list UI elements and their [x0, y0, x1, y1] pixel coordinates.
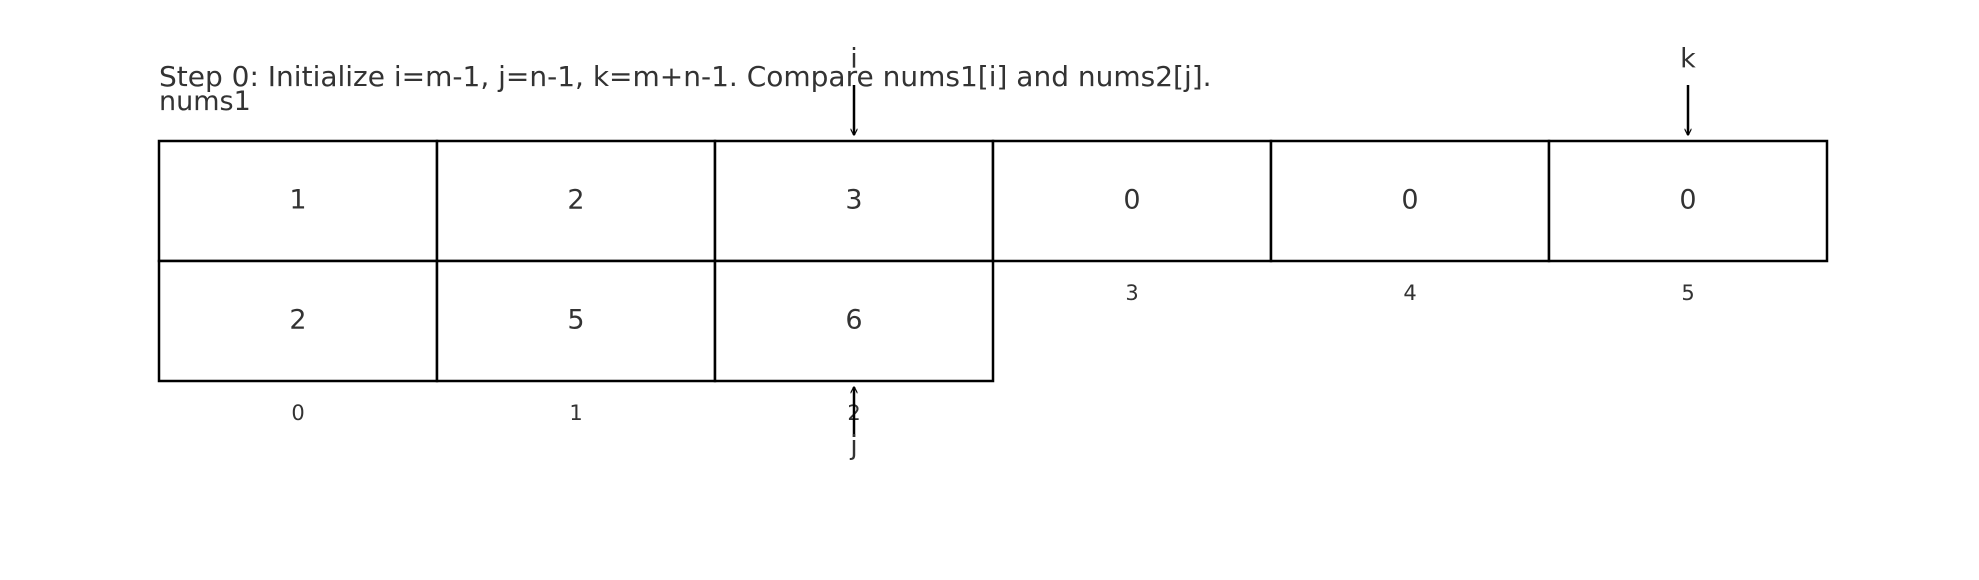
array-0-cell-5-value: 0 [1679, 185, 1696, 216]
pointer-i-label: i [850, 44, 858, 75]
array-0-cell-1-value: 2 [567, 185, 584, 216]
array-0-cell-5-index: 5 [1681, 281, 1694, 305]
array-0-cell-2-value: 3 [845, 185, 862, 216]
array-1-cell-0 [157, 259, 439, 383]
array-0-cell-3-value: 0 [1123, 185, 1140, 216]
pointer-arrows: i k j [849, 44, 1696, 462]
pointer-k-label: k [1680, 44, 1696, 75]
array-1-cell-1 [435, 259, 717, 383]
array-0-cell-2 [713, 139, 995, 263]
nums1-label: nums1 [159, 86, 251, 117]
pointer-j-label: j [849, 431, 858, 462]
array-0-cell-4-value: 0 [1401, 185, 1418, 216]
array-1-cell-2 [713, 259, 995, 383]
array-1-cell-1-value: 5 [567, 305, 584, 336]
array-1-cell-0-value: 2 [289, 305, 306, 336]
array-cells: 102132030405205162 [157, 139, 1829, 425]
array-0-cell-4-index: 4 [1403, 281, 1416, 305]
step-title: Step 0: Initialize i=m-1, j=n-1, k=m+n-1… [159, 60, 1212, 93]
array-0-cell-3-index: 3 [1125, 281, 1138, 305]
array-0-cell-5 [1547, 139, 1829, 263]
array-0-cell-0 [157, 139, 439, 263]
array-1-cell-1-index: 1 [569, 401, 582, 425]
array-0-cell-0-value: 1 [289, 185, 306, 216]
array-1-cell-2-value: 6 [845, 305, 862, 336]
array-1-cell-0-index: 0 [291, 401, 304, 425]
